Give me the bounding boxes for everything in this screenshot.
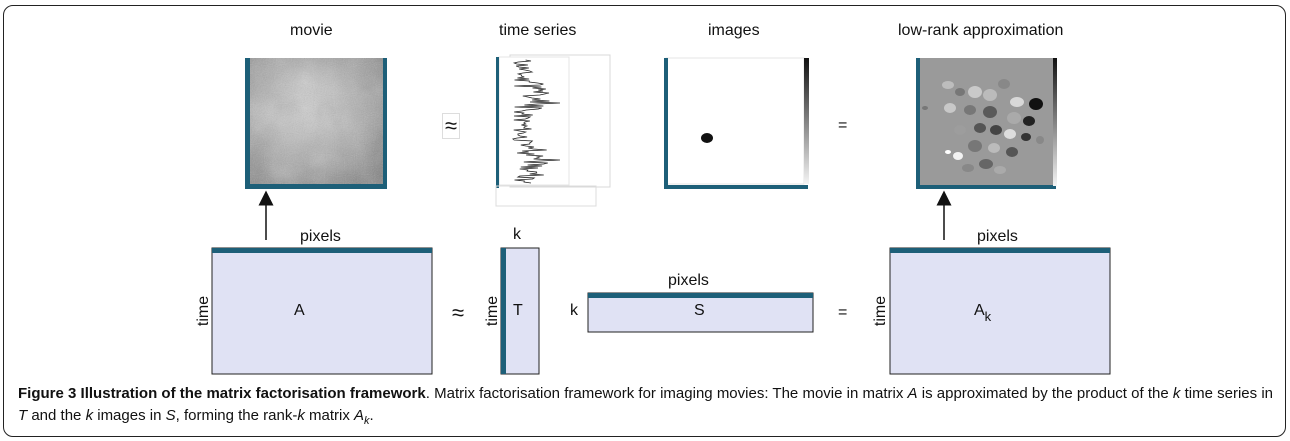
component-blob: [968, 86, 982, 98]
component-blob: [954, 125, 966, 135]
k-label-t: k: [513, 226, 521, 243]
component-blob: [983, 106, 997, 118]
component-blob: [974, 123, 986, 133]
k-label-s: k: [570, 302, 578, 319]
time-label-a: time: [195, 295, 213, 327]
component-blob: [945, 150, 951, 154]
lowrank-label: low-rank approximation: [898, 22, 1064, 39]
equals-symbol-top: =: [838, 117, 848, 134]
component-blob: [942, 81, 954, 89]
time-label-t: time: [484, 295, 502, 327]
movie-label: movie: [290, 22, 333, 39]
component-blob: [953, 152, 963, 160]
component-blob: [1006, 147, 1018, 157]
component-blob: [962, 164, 974, 172]
pixels-label-a: pixels: [300, 228, 341, 245]
matrix-ak: [889, 247, 1111, 375]
component-image: [664, 57, 809, 189]
matrix-t: [500, 247, 540, 375]
component-blob: [944, 103, 956, 113]
matrix-a: [211, 247, 433, 375]
figure-frame: [3, 5, 1286, 437]
time-series-plot: [495, 54, 611, 207]
s-label: S: [694, 302, 705, 319]
a-label: A: [294, 302, 305, 319]
component-blob: [922, 106, 928, 110]
caption-title: Figure 3 Illustration of the matrix fact…: [18, 385, 426, 402]
component-blob: [1023, 116, 1035, 126]
time-series-label: time series: [499, 22, 577, 39]
component-blob: [1029, 98, 1043, 110]
component-blob: [1021, 133, 1031, 141]
pixels-label-ak: pixels: [977, 228, 1018, 245]
component-blob: [1036, 136, 1044, 144]
component-blob: [988, 143, 1000, 153]
component-blob: [990, 125, 1002, 135]
lowrank-image: [916, 58, 1057, 189]
component-blob: [983, 89, 997, 101]
component-blob: [1004, 129, 1016, 139]
approx-symbol-bottom: ≈: [452, 300, 465, 325]
component-blob: [964, 105, 976, 115]
component-blob: [998, 79, 1010, 89]
figure-caption: Figure 3 Illustration of the matrix fact…: [18, 385, 1274, 427]
equals-symbol-bottom: =: [838, 304, 848, 321]
matrix-s: [587, 292, 814, 333]
component-blob: [1007, 112, 1021, 124]
component-blob: [1010, 97, 1024, 107]
movie-image: [245, 58, 387, 189]
pixels-label-s: pixels: [668, 272, 709, 289]
t-label: T: [513, 302, 523, 319]
approx-symbol-top: ≈: [442, 113, 461, 139]
component-blob: [955, 88, 965, 96]
component-blob: [994, 166, 1006, 174]
images-label: images: [708, 22, 760, 39]
time-label-ak: time: [872, 295, 890, 327]
component-blob: [979, 159, 993, 169]
ak-label: Ak: [974, 302, 992, 324]
component-blob: [968, 140, 982, 152]
